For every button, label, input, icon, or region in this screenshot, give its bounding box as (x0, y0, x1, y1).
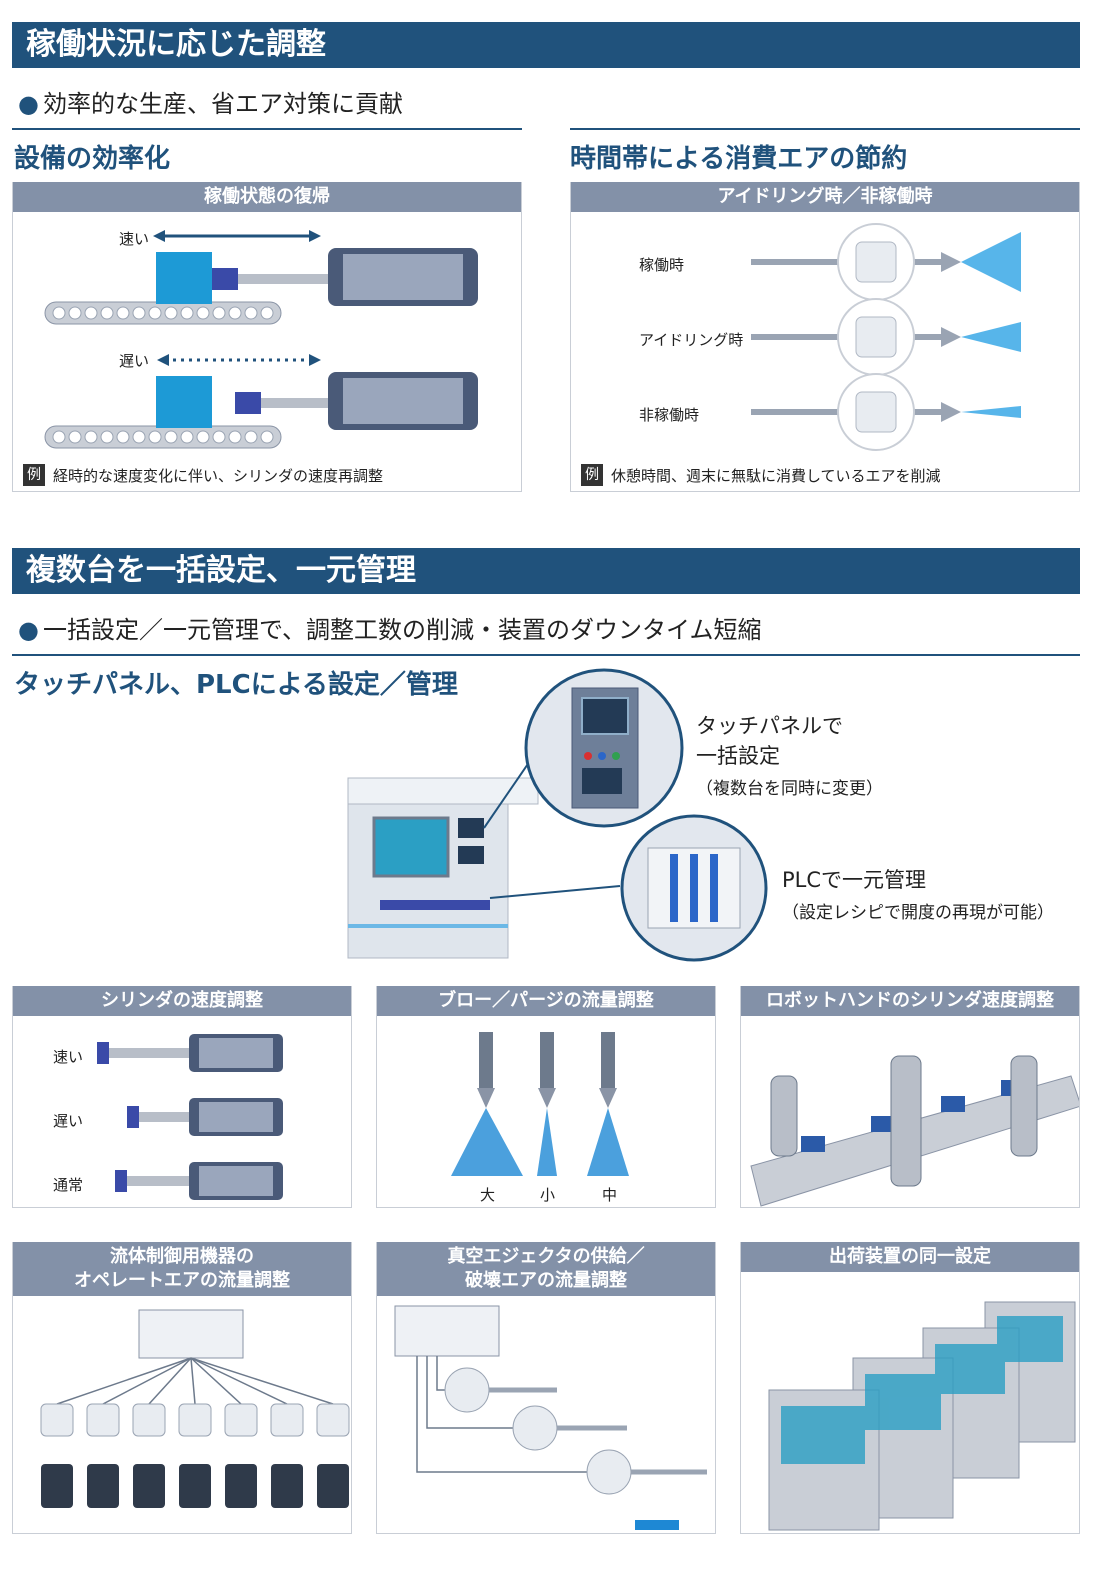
panel-robot-hand: ロボットハンドのシリンダ速度調整 (740, 986, 1080, 1208)
panel-shipping-devices: 出荷装置の同一設定 (740, 1242, 1080, 1534)
panel-efficiency-head: 稼働状態の復帰 (13, 182, 521, 212)
callout-plc: PLCで一元管理 （設定レシピで開度の再現が可能） (782, 864, 1054, 923)
fluid-head-line1: 流体制御用機器の (110, 1246, 254, 1267)
left-title: 設備の効率化 (14, 144, 171, 174)
label-slow: 遅い (119, 352, 150, 370)
row-label-idling: アイドリング時 (639, 331, 744, 349)
panel-vacuum-ejector: 真空エジェクタの供給／ 破壊エアの流量調整 (376, 1242, 716, 1534)
cyl-label-slow: 遅い (53, 1112, 84, 1130)
example-text-left: 経時的な速度変化に伴い、シリンダの速度再調整 (53, 467, 384, 485)
panel-air-saving: アイドリング時／非稼働時 稼働時 アイドリング時 非稼働時 例 休憩時間、週末に… (570, 182, 1080, 492)
callout-touch-line1: タッチパネルで (696, 714, 843, 738)
right-title: 時間帯による消費エアの節約 (570, 144, 908, 174)
cylinder-set-illustration (97, 1034, 283, 1200)
panel-blow-purge: ブロー／パージの流量調整 大 小 中 (376, 986, 716, 1208)
cyl-label-fast: 速い (53, 1048, 84, 1066)
panel-air-saving-head: アイドリング時／非稼働時 (571, 182, 1079, 212)
row-label-running: 稼働時 (639, 256, 685, 274)
blow-label-medium: 中 (602, 1186, 618, 1204)
row-label-stopped: 非稼働時 (639, 406, 700, 424)
bullet-dot: ● (18, 616, 39, 644)
vacuum-network-illustration (394, 1305, 707, 1530)
panel-shipping-devices-head: 出荷装置の同一設定 (741, 1242, 1079, 1272)
rule-right (570, 128, 1080, 130)
rule-left (12, 128, 522, 130)
example-text-right: 休憩時間、週末に無駄に消費しているエアを削減 (611, 467, 941, 485)
section2-subtitle: タッチパネル、PLCによる設定／管理 (14, 670, 458, 700)
panel-efficiency: 稼働状態の復帰 速い 遅い (12, 182, 522, 492)
vac-head-line1: 真空エジェクタの供給／ (447, 1246, 645, 1267)
shipping-machines-illustration (768, 1301, 1076, 1531)
section2-header: 複数台を一括設定、一元管理 (12, 548, 1080, 594)
example-badge-left: 例 (23, 464, 45, 486)
callout-touch-line2: 一括設定 (696, 744, 780, 768)
panel-blow-purge-head: ブロー／パージの流量調整 (377, 986, 715, 1016)
callout-touch-panel: タッチパネルで 一括設定 （複数台を同時に変更） (696, 710, 883, 799)
bullet-dot: ● (18, 90, 39, 118)
section2-bullet: ●一括設定／一元管理で、調整工数の削減・装置のダウンタイム短縮 (18, 616, 762, 644)
callout-touch-note: （複数台を同時に変更） (696, 779, 883, 799)
label-fast: 速い (119, 230, 150, 248)
machine-illustration (347, 668, 768, 962)
vac-head-line2: 破壊エアの流量調整 (465, 1270, 627, 1291)
cylinder-illustration (44, 230, 478, 449)
fluid-network-illustration (40, 1309, 350, 1508)
air-flow-illustration (751, 223, 1021, 451)
panel-cylinder-speed: シリンダの速度調整 速い 遅い 通常 (12, 986, 352, 1208)
fluid-head-line2: オペレートエアの流量調整 (74, 1270, 290, 1291)
cyl-label-normal: 通常 (53, 1176, 84, 1194)
section1-bullet: ●効率的な生産、省エア対策に貢献 (18, 90, 403, 118)
blow-label-large: 大 (480, 1186, 496, 1204)
example-badge-right: 例 (581, 464, 603, 486)
robot-line-illustration (750, 1055, 1079, 1207)
panel-robot-hand-head: ロボットハンドのシリンダ速度調整 (741, 986, 1079, 1016)
panel-cylinder-speed-head: シリンダの速度調整 (13, 986, 351, 1016)
callout-plc-note: （設定レシピで開度の再現が可能） (782, 903, 1054, 923)
rule-section2 (12, 654, 1080, 656)
nozzle-illustration (451, 1032, 629, 1176)
section1-header: 稼働状況に応じた調整 (12, 22, 1080, 68)
panel-fluid-control-head: 流体制御用機器の オペレートエアの流量調整 (13, 1242, 351, 1296)
panel-vacuum-ejector-head: 真空エジェクタの供給／ 破壊エアの流量調整 (377, 1242, 715, 1296)
panel-fluid-control: 流体制御用機器の オペレートエアの流量調整 (12, 1242, 352, 1534)
blow-label-small: 小 (540, 1186, 556, 1204)
callout-plc-line1: PLCで一元管理 (782, 868, 927, 892)
